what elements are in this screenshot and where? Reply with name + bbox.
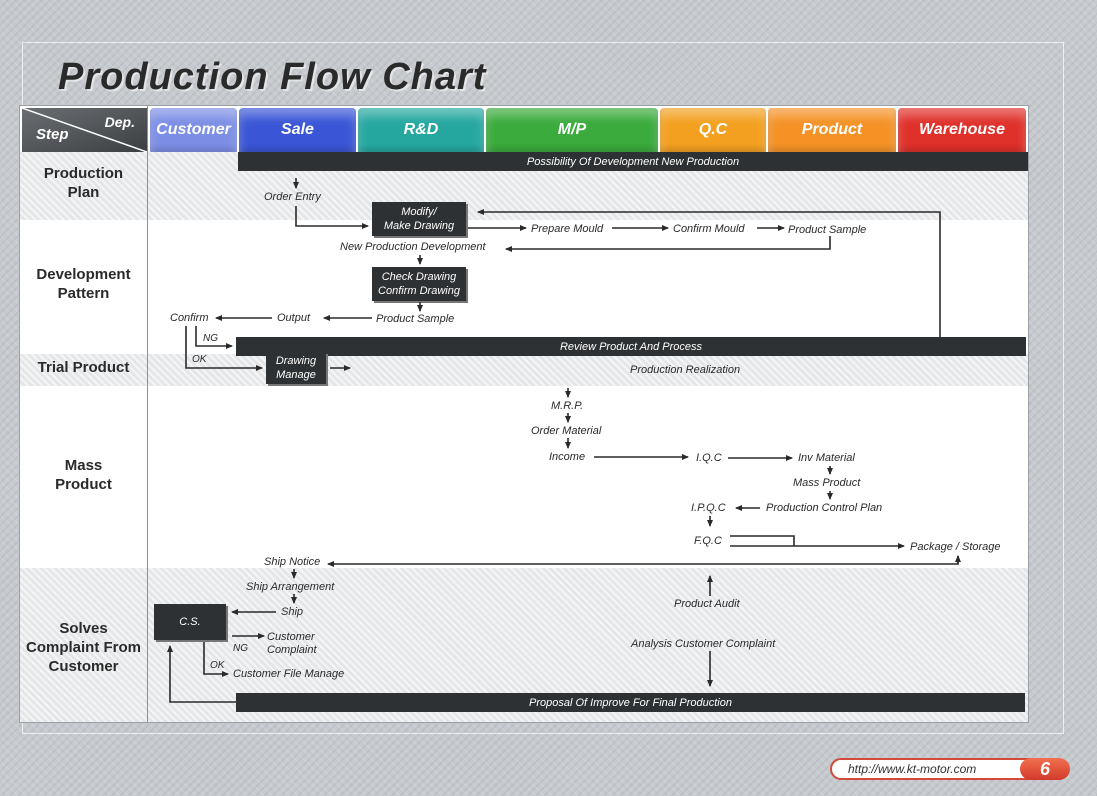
label-customer-complaint: Customer Complaint	[267, 631, 317, 657]
label-customer-complaint-line1: Customer	[267, 631, 315, 643]
label-order-entry: Order Entry	[264, 191, 321, 203]
step-development-pattern: Development Pattern	[20, 265, 147, 303]
step-production-plan-line1: Production	[43, 165, 124, 182]
bar-possibility-development: Possibility Of Development New Productio…	[238, 152, 1028, 171]
label-customer-file-manage: Customer File Manage	[233, 668, 345, 680]
column-warehouse: Warehouse	[898, 108, 1026, 152]
label-production-realization: Production Realization	[630, 364, 741, 376]
label-prepare-mould: Prepare Mould	[531, 223, 604, 235]
footer-url[interactable]: http://www.kt-motor.com	[848, 762, 977, 776]
box-drawing-manage-line2: Manage	[276, 369, 316, 381]
label-ng2: NG	[233, 643, 248, 654]
step-production-plan-line2: Plan	[67, 184, 100, 201]
label-package-storage: Package / Storage	[910, 541, 1001, 553]
column-product: Product	[768, 108, 896, 152]
band-development-pattern	[20, 220, 1028, 354]
label-iqc: I.Q.C	[696, 452, 722, 464]
label-ng: NG	[203, 333, 218, 344]
label-new-production-development: New Production Development	[340, 241, 486, 253]
label-output: Output	[277, 312, 311, 324]
label-ipqc: I.P.Q.C	[691, 502, 726, 514]
box-modify-line1: Modify/	[401, 206, 437, 218]
label-ok: OK	[192, 354, 207, 365]
label-product-audit: Product Audit	[674, 598, 740, 610]
column-sale: Sale	[239, 108, 356, 152]
label-ship-notice: Ship Notice	[264, 556, 321, 568]
band-trial-product	[20, 354, 1028, 386]
box-modify-make-drawing: Modify/Make Drawing	[372, 202, 466, 236]
box-modify-line2: Make Drawing	[383, 220, 455, 232]
step-production-plan: Production Plan	[20, 164, 147, 202]
step-solves-complaint-line2: Complaint From	[26, 639, 141, 656]
column-customer: Customer	[150, 108, 237, 152]
box-check-line2: Confirm Drawing	[378, 285, 460, 297]
label-analysis-customer-complaint: Analysis Customer Complaint	[631, 638, 776, 650]
box-drawing-manage-line1: Drawing	[275, 355, 317, 367]
label-customer-complaint-line2: Complaint	[267, 644, 317, 656]
label-ship-arrangement: Ship Arrangement	[246, 581, 335, 593]
label-confirm: Confirm	[170, 312, 209, 324]
step-development-pattern-line2: Pattern	[57, 285, 110, 302]
label-production-control-plan: Production Control Plan	[766, 502, 883, 514]
page-title: Production Flow Chart	[58, 56, 487, 98]
flow-arrows	[167, 178, 961, 703]
label-order-material: Order Material	[531, 425, 602, 437]
step-mass-product: Mass Product	[20, 456, 147, 494]
step-solves-complaint-line3: Customer	[48, 658, 119, 675]
step-trial-product: Trial Product	[37, 359, 130, 376]
label-ok2: OK	[210, 660, 225, 671]
label-ship: Ship	[281, 606, 304, 618]
step-divider	[147, 106, 148, 722]
flow-chart: Step Dep. Customer Sale R&D M/P Q.C Prod…	[20, 106, 1028, 722]
box-customer-service: C.S.	[154, 604, 226, 640]
column-rnd: R&D	[358, 108, 484, 152]
label-confirm-mould: Confirm Mould	[673, 223, 745, 235]
label-mass-product: Mass Product	[793, 477, 861, 489]
bar-review-product-process: Review Product And Process	[236, 337, 1026, 356]
header-dep-label: Dep.	[104, 114, 135, 130]
step-development-pattern-line1: Development	[36, 266, 131, 283]
label-fqc: F.Q.C	[694, 535, 722, 547]
step-mass-product-line2: Product	[55, 476, 112, 493]
page-number: 6	[1020, 758, 1070, 780]
step-solves-complaint: Solves Complaint From Customer	[20, 619, 147, 676]
band-mass-product	[20, 386, 1028, 568]
bar-proposal-improve: Proposal Of Improve For Final Production	[236, 693, 1025, 712]
label-product-sample-top: Product Sample	[788, 224, 867, 236]
step-solves-complaint-line1: Solves	[59, 620, 108, 637]
column-qc: Q.C	[660, 108, 766, 152]
label-inv-material: Inv Material	[798, 452, 855, 464]
header-step-label: Step	[36, 126, 69, 143]
label-product-sample: Product Sample	[376, 313, 455, 325]
label-income: Income	[549, 451, 586, 463]
header-corner: Step Dep.	[22, 108, 147, 152]
label-mrp: M.R.P.	[551, 400, 584, 412]
corner-diagonal	[22, 108, 147, 152]
column-mp: M/P	[486, 108, 658, 152]
box-check-line1: Check Drawing	[381, 271, 457, 283]
step-mass-product-line1: Mass	[64, 457, 103, 474]
